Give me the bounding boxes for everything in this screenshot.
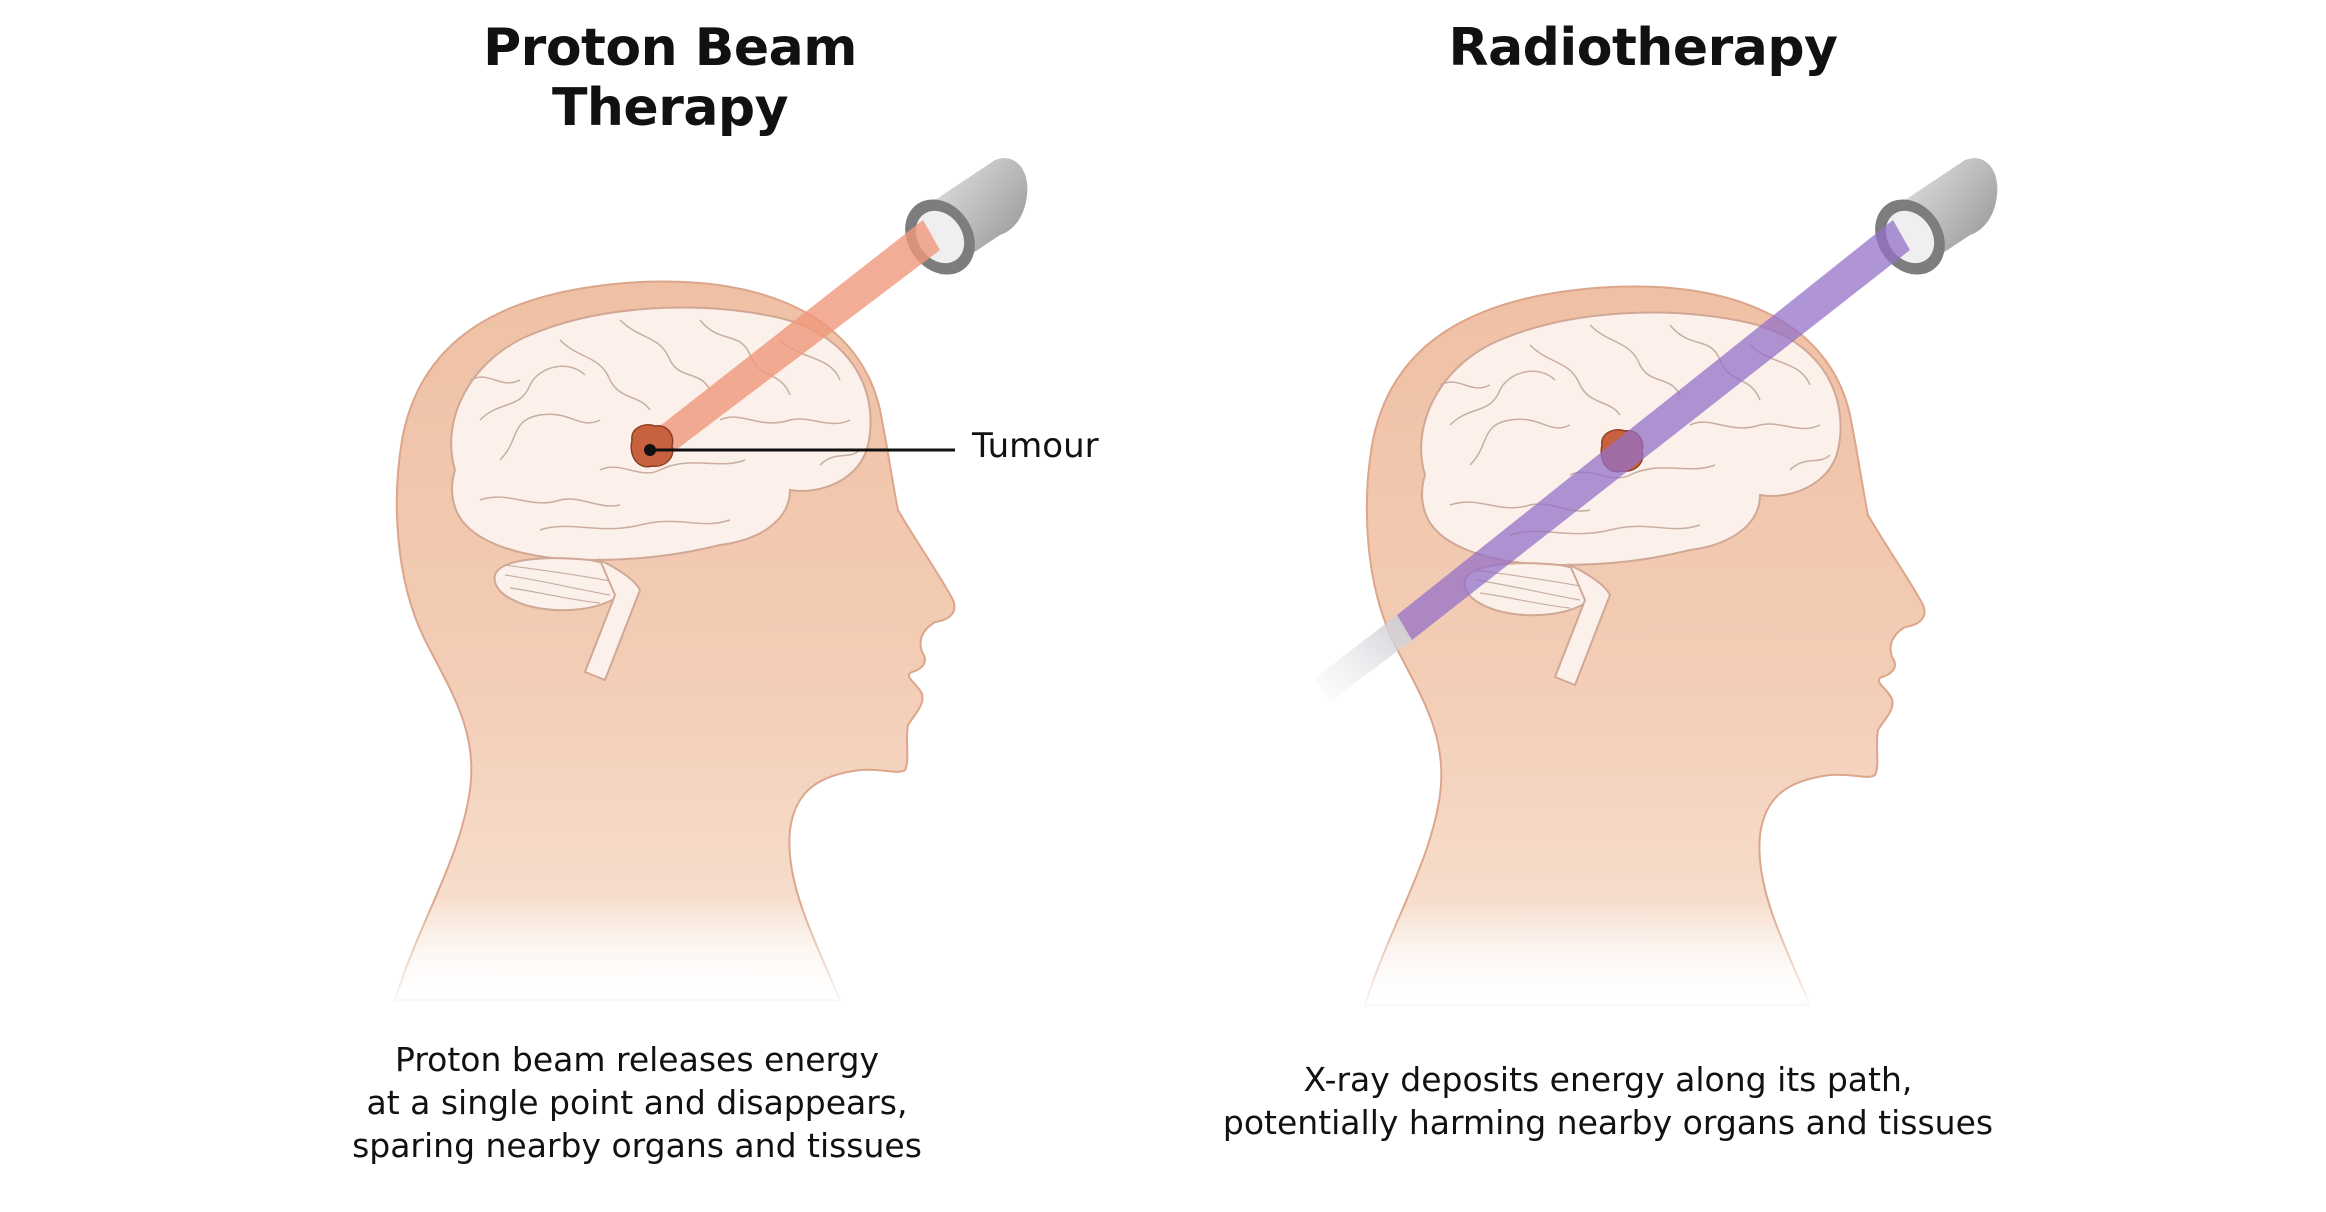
caption-line: Proton beam releases energy [395, 1040, 879, 1079]
proton-beam-therapy-title: Proton Beam Therapy [483, 18, 857, 138]
caption-line: X-ray deposits energy along its path, [1303, 1060, 1913, 1099]
proton-caption: Proton beam releases energy at a single … [287, 1038, 987, 1167]
proton-head-illustration [379, 280, 981, 1012]
tumour-label: Tumour [972, 426, 1099, 466]
tumour-left [630, 424, 674, 468]
xray-beam-exit [1315, 615, 1412, 702]
caption-line: potentially harming nearby organs and ti… [1222, 1103, 1994, 1142]
caption-line: at a single point and disappears, [366, 1083, 908, 1122]
radiotherapy-title: Radiotherapy [1448, 18, 1838, 78]
proton-beam [642, 220, 940, 462]
radiotherapy-caption: X-ray deposits energy along its path, po… [1158, 1058, 2058, 1144]
radiotherapy-head-illustration [1349, 285, 1951, 1017]
xray-beam [1397, 220, 1910, 640]
caption-line: sparing nearby organs and tissues [352, 1126, 922, 1165]
